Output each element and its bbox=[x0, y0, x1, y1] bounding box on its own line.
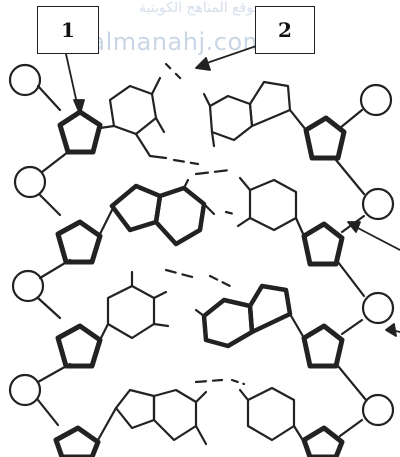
phosphate-left-1 bbox=[8, 63, 42, 97]
sugar-right-1 bbox=[303, 115, 347, 161]
base-left-3 bbox=[106, 284, 156, 340]
h-bond bbox=[164, 268, 198, 280]
h-bond bbox=[194, 168, 232, 176]
phosphate-right-3 bbox=[361, 291, 395, 325]
h-bond bbox=[208, 274, 232, 288]
base-right-3 bbox=[201, 297, 255, 349]
base-pair-1 bbox=[98, 62, 308, 176]
arrow-right-2 bbox=[385, 323, 400, 337]
phosphate-left-4 bbox=[8, 373, 42, 407]
h-bond bbox=[194, 378, 224, 384]
sugar-left-3 bbox=[55, 323, 103, 369]
phosphate-left-3 bbox=[11, 269, 45, 303]
base-pair-3 bbox=[98, 268, 306, 349]
h-bond bbox=[224, 210, 236, 216]
arrow-label-2 bbox=[195, 43, 263, 71]
h-bond bbox=[172, 158, 200, 166]
phosphate-left-2 bbox=[13, 165, 47, 199]
base-right-2 bbox=[248, 178, 298, 232]
sugar-right-3 bbox=[301, 323, 345, 369]
base-left-2 bbox=[109, 183, 163, 233]
sugar-left-1 bbox=[57, 109, 103, 155]
sugar-left-4 bbox=[53, 425, 101, 457]
h-bond bbox=[230, 378, 246, 386]
base-pair-4 bbox=[96, 378, 306, 446]
h-bond bbox=[164, 62, 186, 84]
right-backbone bbox=[301, 83, 395, 457]
sugar-left-2 bbox=[55, 219, 103, 265]
sugar-right-4 bbox=[301, 425, 345, 457]
arrow-label-1 bbox=[65, 53, 85, 115]
base-left-1 bbox=[108, 84, 158, 136]
phosphate-right-2 bbox=[361, 187, 395, 221]
arrow-right-1 bbox=[347, 221, 400, 251]
base-left-4 bbox=[114, 388, 156, 430]
base-right-1 bbox=[208, 94, 254, 142]
base-right-4 bbox=[246, 386, 296, 442]
sugar-right-2 bbox=[301, 221, 345, 267]
label-box-1: 1 bbox=[37, 6, 99, 54]
left-backbone bbox=[8, 63, 103, 457]
label-box-2: 2 bbox=[255, 6, 315, 54]
phosphate-right-4 bbox=[361, 393, 395, 427]
phosphate-right-1 bbox=[359, 83, 393, 117]
base-pair-2 bbox=[98, 176, 306, 247]
